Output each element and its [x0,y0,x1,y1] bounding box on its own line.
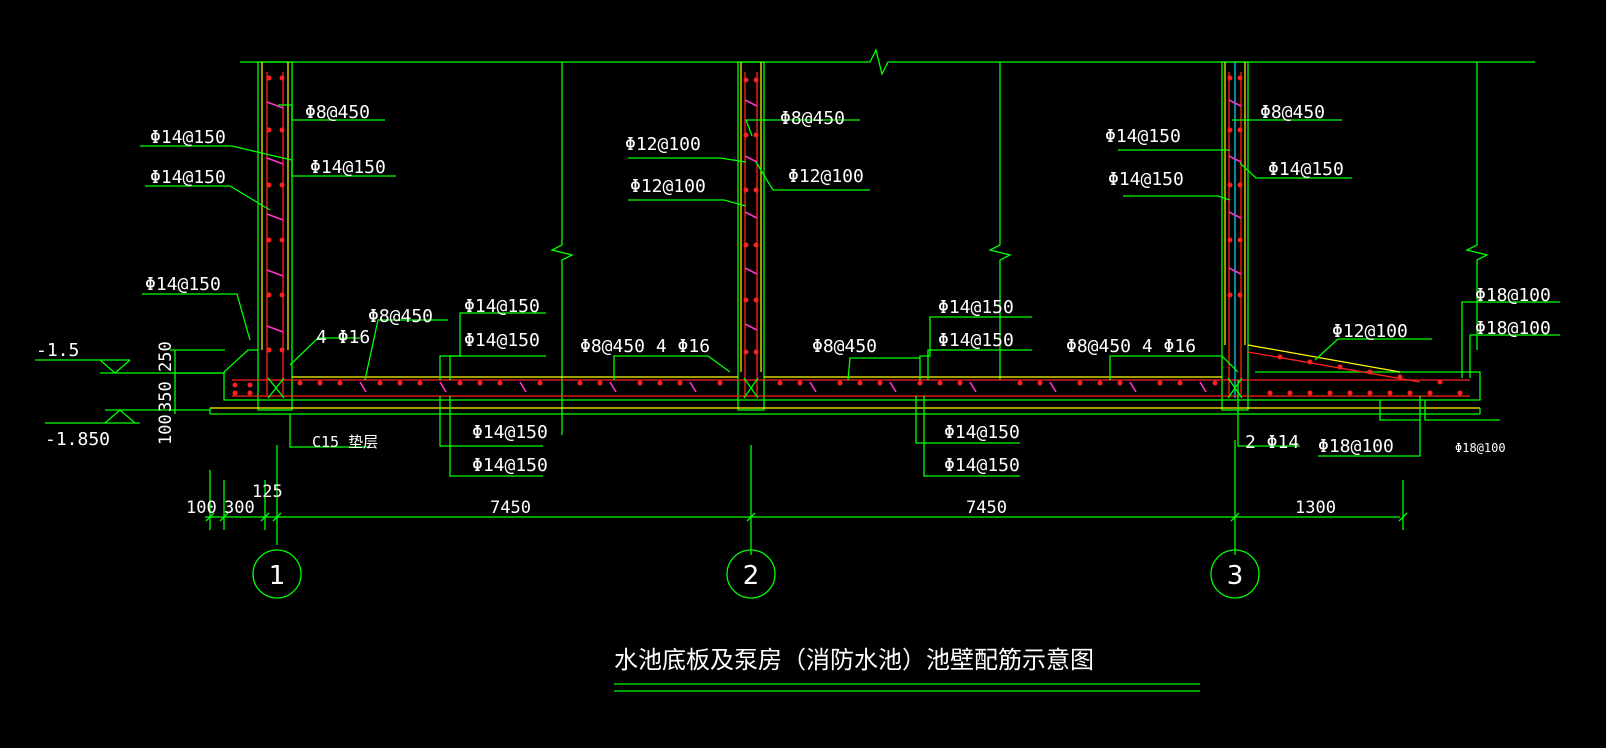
label-w2-b: Φ12@100 [625,134,701,155]
label-w3-a: Φ8@450 [1260,102,1325,123]
label-w3-e: Φ8@450 4 Φ16 [1066,336,1196,357]
drawing-title: 水池底板及泵房（消防水池）池壁配筋示意图 [614,646,1094,674]
wall-2 [737,61,765,411]
leader-lines [140,104,1560,477]
label-w3-d: Φ14@150 [1108,169,1184,190]
label-s2-b: Φ14@150 [938,297,1014,318]
dim-v1: 100 [156,414,176,445]
label-s3-b: Φ18@100 [1475,285,1551,306]
level-top: -1.5 [36,340,79,361]
label-s3-d: Φ18@100 [1318,436,1394,457]
wall-2-bars [743,77,759,355]
label-s3-a: Φ12@100 [1332,321,1408,342]
wall-3 [1221,61,1249,411]
dim-span1: 7450 [490,498,531,518]
label-s1-d: Φ14@150 [472,422,548,443]
elevation-markers [35,349,225,424]
title-underline [614,683,1200,692]
dim-span3: 1300 [1295,498,1336,518]
label-w1-e: Φ14@150 [145,274,221,295]
label-s3-e: Φ18@100 [1455,441,1506,455]
wall-1-bars [266,75,285,353]
dimension-line [205,440,1408,555]
dim-v3: 250 [156,341,176,372]
label-w2-c: Φ12@100 [788,166,864,187]
slab-ties [359,381,1207,393]
dim-100: 100 [186,498,217,518]
label-s1-a: Φ8@450 [368,306,433,327]
label-w2-e: Φ8@450 4 Φ16 [580,336,710,357]
wall-1 [257,61,293,411]
wall-3-ties [1228,99,1242,275]
label-w3-c: Φ14@150 [1268,159,1344,180]
label-s3-c: Φ18@100 [1475,318,1551,339]
label-w1-d: Φ14@150 [150,167,226,188]
label-s2-d: Φ14@150 [944,422,1020,443]
label-w1-c: Φ14@150 [310,157,386,178]
axis-3-label: 3 [1227,561,1244,591]
slab-bars [232,354,1463,396]
dim-span2: 7450 [966,498,1007,518]
label-w1-b: Φ14@150 [150,127,226,148]
top-boundary-line [240,48,1535,76]
label-w1-f: 4 Φ16 [316,327,370,348]
label-s2-e: Φ14@150 [944,455,1020,476]
label-s1-b: Φ14@150 [464,296,540,317]
level-bottom: -1.850 [45,429,110,450]
axis-bubbles [252,549,1260,599]
label-w3-b: Φ14@150 [1105,126,1181,147]
label-s2-c: Φ14@150 [938,330,1014,351]
label-s2-a: Φ8@450 [812,336,877,357]
label-w1-a: Φ8@450 [305,102,370,123]
label-s1-e: Φ14@150 [472,455,548,476]
corner-crosses [267,377,1243,399]
wall-3-bars [1227,75,1243,298]
dim-v2: 350 [156,381,176,412]
label-w3-f: 2 Φ14 [1245,432,1299,453]
label-w2-a: Φ8@450 [780,108,845,129]
axis-2-label: 2 [743,561,760,591]
dim-300: 300 [224,498,255,518]
wall-1-ties [266,101,284,333]
label-s1-c: Φ14@150 [464,330,540,351]
label-w2-d: Φ12@100 [630,176,706,197]
break-lines [550,62,1489,435]
dim-125: 125 [252,482,283,502]
axis-1-label: 1 [269,561,286,591]
label-pad: C15 垫层 [312,433,378,451]
base-slab [209,344,1481,415]
wall-2-ties [744,99,758,331]
